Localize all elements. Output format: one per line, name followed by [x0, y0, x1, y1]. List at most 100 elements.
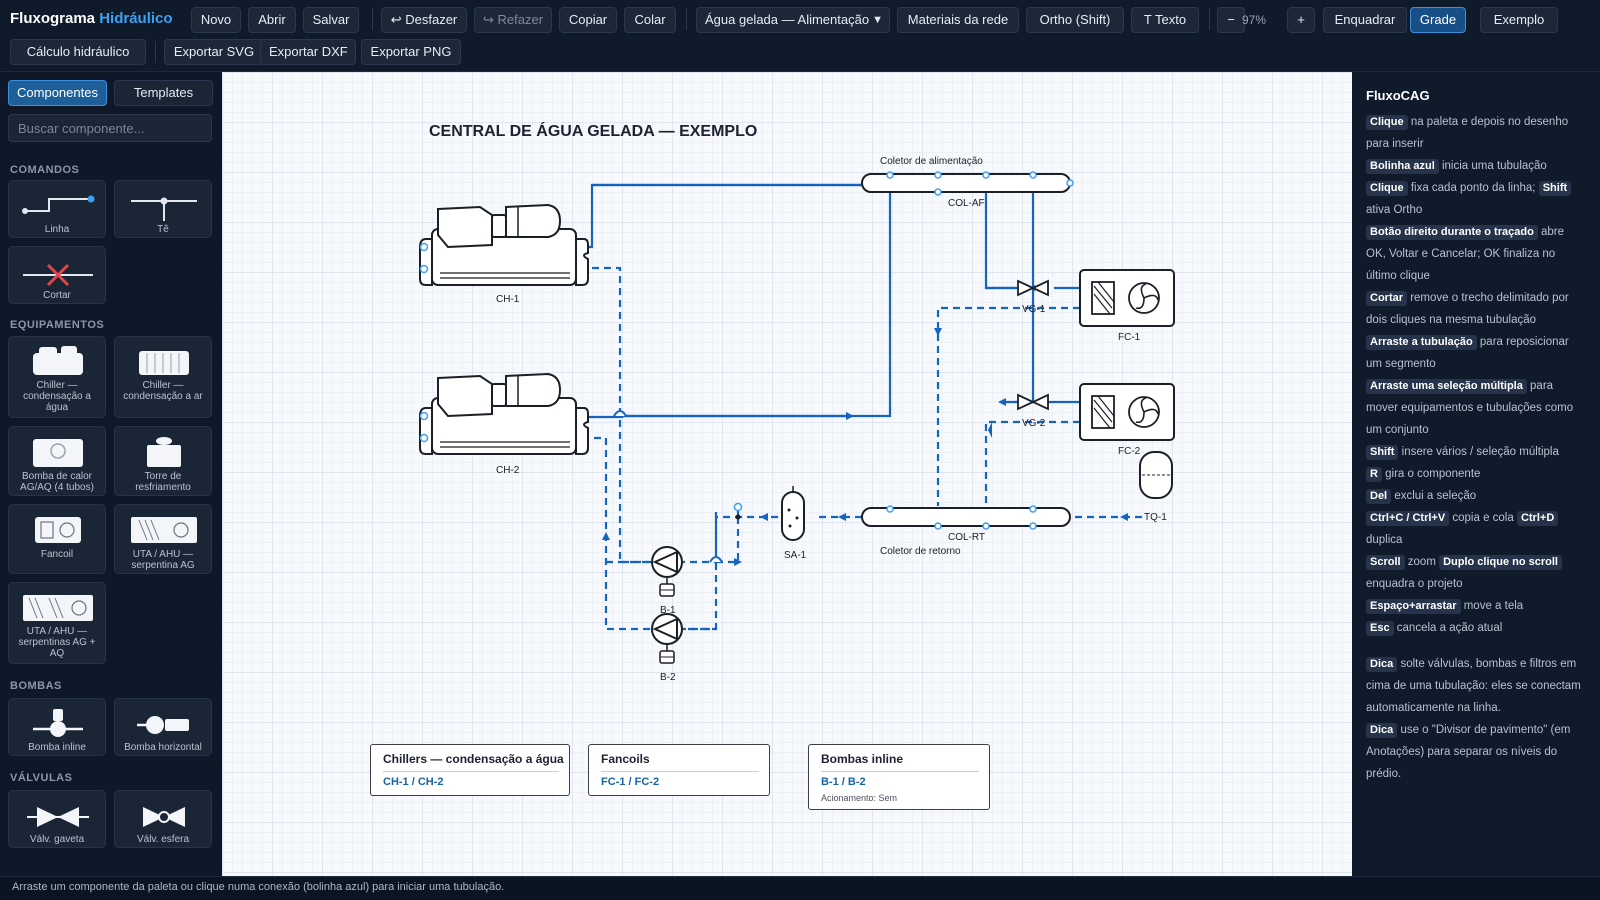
chevron-down-icon: ▼	[872, 14, 883, 26]
shortcut-key: Ctrl+D	[1516, 511, 1559, 526]
help-text: solte válvulas, bombas e filtros em cima…	[1366, 658, 1581, 714]
shortcut-key: Dica	[1366, 723, 1398, 738]
help-item: Bolinha azul inicia uma tubulação	[1366, 155, 1586, 177]
open-button[interactable]: Abrir	[248, 7, 296, 33]
expansion-tank-tq1[interactable]	[1139, 451, 1173, 499]
connection-point[interactable]	[733, 502, 743, 512]
chiller-ch1[interactable]	[419, 204, 589, 286]
toolbar: Fluxograma Hidráulico Novo Abrir Salvar …	[0, 0, 1600, 72]
cooling-tower-icon	[147, 437, 181, 467]
fit-button[interactable]: Enquadrar	[1323, 7, 1407, 33]
palette-item-uta-ag[interactable]: UTA / AHU — serpentina AG	[114, 504, 212, 574]
palette-item-fancoil[interactable]: Fancoil	[8, 504, 106, 574]
export-svg-button[interactable]: Exportar SVG	[164, 39, 264, 65]
help-item: Botão direito durante o traçado abre OK,…	[1366, 221, 1586, 287]
pump-b1[interactable]	[651, 546, 683, 597]
toolbar-divider	[1209, 8, 1210, 30]
help-tip: Dica use o "Divisor de pavimento" (em An…	[1366, 719, 1586, 785]
help-text: copia e cola	[1449, 512, 1517, 524]
component-sidebar: Componentes Templates COMANDOS Linha Tê …	[0, 72, 222, 876]
header-col-rt-name: Coletor de retorno	[880, 546, 961, 557]
toolbar-divider	[372, 8, 373, 30]
grid-toggle-button[interactable]: Grade	[1410, 7, 1466, 33]
drawing-canvas[interactable]: CENTRAL DE ÁGUA GELADA — EXEMPLO	[222, 72, 1352, 876]
shortcut-key: Shift	[1366, 445, 1399, 460]
horizontal-pump-icon	[137, 716, 189, 734]
shortcut-key: Arraste a tubulação	[1366, 335, 1477, 350]
paste-button[interactable]: Colar	[624, 7, 676, 33]
help-item: Espaço+arrastar move a tela	[1366, 595, 1586, 617]
fancoil-fc1[interactable]	[1079, 269, 1175, 327]
legend-value: B-1 / B-2	[821, 776, 866, 788]
palette-item-bomba-horizontal[interactable]: Bomba horizontal	[114, 698, 212, 756]
pump-b2[interactable]	[651, 613, 683, 664]
redo-button[interactable]: ↪ Refazer	[474, 7, 552, 33]
legend-box[interactable]: Bombas inline B-1 / B-2 Acionamento: Sem	[808, 744, 990, 810]
gate-valve-icon	[27, 807, 89, 827]
tab-componentes[interactable]: Componentes	[8, 80, 107, 106]
header-col-af[interactable]	[861, 171, 1074, 196]
inline-pump-icon	[33, 709, 83, 737]
palette-item-uta-agaq[interactable]: UTA / AHU — serpentinas AG + AQ	[8, 582, 106, 664]
undo-button[interactable]: ↩ Desfazer	[381, 7, 467, 33]
legend-box[interactable]: Chillers — condensação a água CH-1 / CH-…	[370, 744, 570, 796]
help-text: para reposicionar um segmento	[1366, 336, 1569, 370]
save-button[interactable]: Salvar	[303, 7, 359, 33]
header-col-rt[interactable]	[861, 505, 1071, 530]
flow-arrows	[602, 328, 1128, 566]
example-button[interactable]: Exemplo	[1480, 7, 1558, 33]
legend-divider	[821, 771, 979, 772]
air-chiller-icon	[139, 351, 189, 375]
shortcut-key: Botão direito durante o traçado	[1366, 225, 1538, 240]
palette-label: Chiller — condensação a ar	[123, 380, 203, 402]
palette-item-valv-esfera[interactable]: Válv. esfera	[114, 790, 212, 848]
ahu-icon	[131, 517, 197, 543]
system-select[interactable]: Água gelada — Alimentação ▼	[696, 7, 890, 33]
legend-box[interactable]: Fancoils FC-1 / FC-2	[588, 744, 770, 796]
ortho-button[interactable]: Ortho (Shift)	[1026, 7, 1124, 33]
help-text: exclui a seleção	[1391, 490, 1477, 502]
palette-item-chiller-ar[interactable]: Chiller — condensação a ar	[114, 336, 212, 418]
palette-item-valv-gaveta[interactable]: Válv. gaveta	[8, 790, 106, 848]
heat-pump-icon	[33, 439, 83, 467]
new-button[interactable]: Novo	[191, 7, 241, 33]
palette-item-linha[interactable]: Linha	[8, 180, 106, 238]
palette-item-cortar[interactable]: Cortar	[8, 246, 106, 304]
help-text: para mover equipamentos e tubulações com…	[1366, 380, 1574, 436]
air-separator-sa1[interactable]	[781, 486, 805, 541]
zoom-level: 97%	[1242, 13, 1267, 27]
help-text: enquadra o projeto	[1366, 578, 1463, 590]
palette-item-bomba-calor[interactable]: Bomba de calor AG/AQ (4 tubos)	[8, 426, 106, 496]
palette-item-te[interactable]: Tê	[114, 180, 212, 238]
help-item: Clique fixa cada ponto da linha; Shift a…	[1366, 177, 1586, 221]
palette-label: Chiller — condensação a água	[23, 380, 91, 413]
palette-item-bomba-inline[interactable]: Bomba inline	[8, 698, 106, 756]
chiller-ch2[interactable]	[419, 373, 589, 455]
fancoil-fc2[interactable]	[1079, 383, 1175, 441]
materials-button[interactable]: Materiais da rede	[897, 7, 1019, 33]
pump-b1-tag: B-1	[660, 605, 676, 616]
component-search-input[interactable]	[8, 114, 212, 142]
help-text: na paleta e depois no desenho para inser…	[1366, 116, 1569, 150]
toolbar-divider	[155, 41, 156, 63]
palette-item-chiller-agua[interactable]: Chiller — condensação a água	[8, 336, 106, 418]
copy-button[interactable]: Copiar	[559, 7, 617, 33]
export-png-button[interactable]: Exportar PNG	[361, 39, 461, 65]
help-item: Clique na paleta e depois no desenho par…	[1366, 111, 1586, 155]
help-item: Scroll zoom Duplo clique no scroll enqua…	[1366, 551, 1586, 595]
hydraulic-calc-button[interactable]: Cálculo hidráulico	[10, 39, 146, 65]
help-item: Arraste uma seleção múltipla para mover …	[1366, 375, 1586, 441]
air-separator-sa1-tag: SA-1	[784, 550, 807, 561]
zoom-in-button[interactable]: +	[1287, 7, 1315, 33]
supply-piping[interactable]	[580, 181, 1080, 452]
export-dxf-button[interactable]: Exportar DXF	[260, 39, 356, 65]
zoom-out-button[interactable]: −	[1217, 7, 1245, 33]
header-col-rt-tag: COL-RT	[948, 532, 985, 543]
palette-item-torre[interactable]: Torre de resfriamento	[114, 426, 212, 496]
help-title: FluxoCAG	[1366, 88, 1430, 103]
shortcut-key: Duplo clique no scroll	[1439, 555, 1562, 570]
status-text: Arraste um componente da paleta ou cliqu…	[12, 881, 505, 893]
text-tool-button[interactable]: T Texto	[1131, 7, 1199, 33]
tab-templates[interactable]: Templates	[114, 80, 213, 106]
help-item: Esc cancela a ação atual	[1366, 617, 1586, 639]
